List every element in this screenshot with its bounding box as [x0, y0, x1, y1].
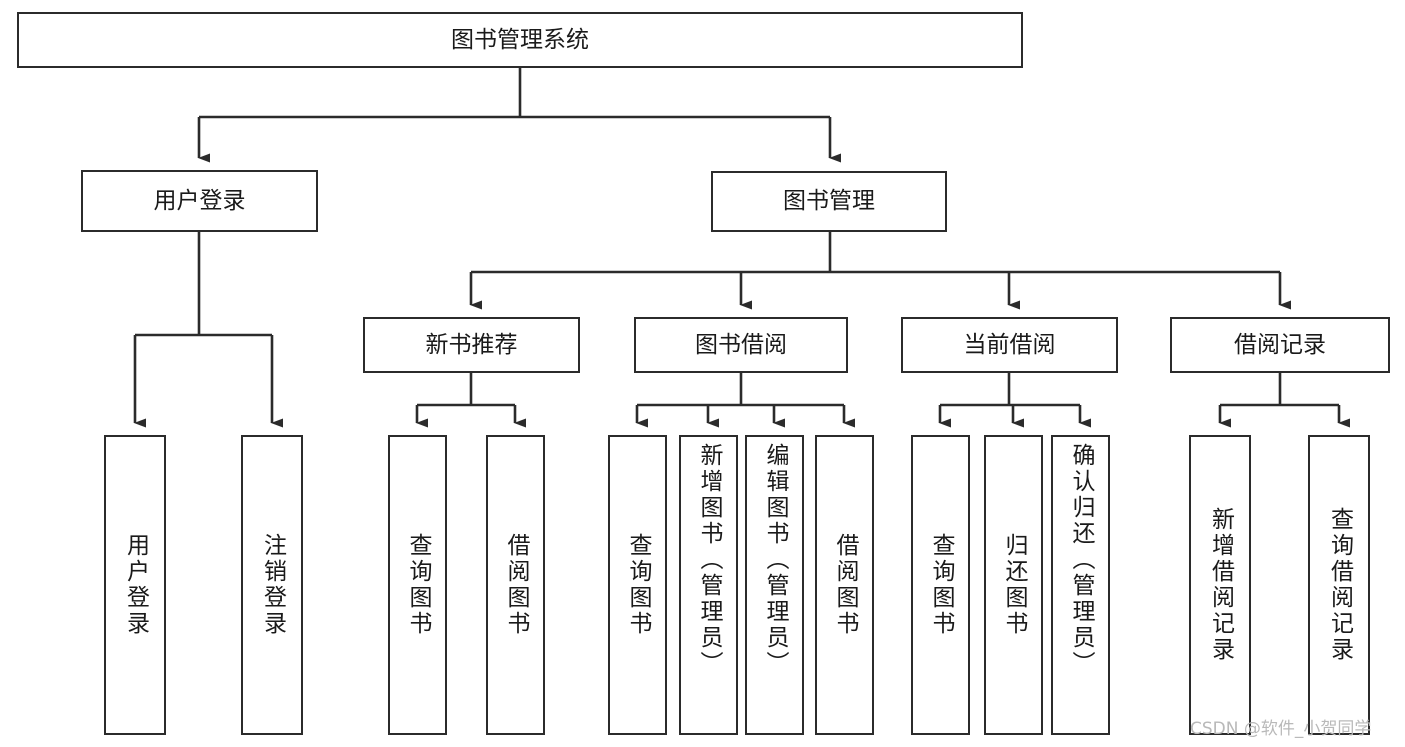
- node-root-label: 图书管理系统: [451, 26, 589, 53]
- node-leaf-logout-login[interactable]: 注销登录: [241, 435, 303, 735]
- node-leaf-borrow-book-2[interactable]: 借阅图书: [815, 435, 874, 735]
- node-leaf-borrow-book-2-label: 借阅图书: [832, 533, 858, 637]
- node-new-book-recommend[interactable]: 新书推荐: [363, 317, 580, 373]
- node-leaf-borrow-book-1[interactable]: 借阅图书: [486, 435, 545, 735]
- node-leaf-user-login-label: 用户登录: [122, 533, 149, 637]
- node-leaf-query-book-2-label: 查询图书: [625, 533, 651, 637]
- node-leaf-edit-book-admin-label: 编辑图书（管理员）: [762, 443, 788, 677]
- node-leaf-query-book-3[interactable]: 查询图书: [911, 435, 970, 735]
- node-book-borrow[interactable]: 图书借阅: [634, 317, 848, 373]
- node-current-borrow[interactable]: 当前借阅: [901, 317, 1118, 373]
- node-leaf-edit-book-admin[interactable]: 编辑图书（管理员）: [745, 435, 804, 735]
- node-leaf-query-borrow-record[interactable]: 查询借阅记录: [1308, 435, 1370, 735]
- node-leaf-query-borrow-record-label: 查询借阅记录: [1326, 507, 1353, 663]
- node-leaf-add-book-admin[interactable]: 新增图书（管理员）: [679, 435, 738, 735]
- node-leaf-add-book-admin-label: 新增图书（管理员）: [696, 443, 722, 677]
- node-user-login[interactable]: 用户登录: [81, 170, 318, 232]
- node-book-manage-label: 图书管理: [783, 188, 875, 215]
- node-borrow-record-label: 借阅记录: [1234, 331, 1326, 358]
- node-leaf-user-login[interactable]: 用户登录: [104, 435, 166, 735]
- node-leaf-query-book-3-label: 查询图书: [928, 533, 954, 637]
- node-leaf-return-book[interactable]: 归还图书: [984, 435, 1043, 735]
- node-user-login-label: 用户登录: [153, 187, 246, 214]
- node-leaf-query-book-1-label: 查询图书: [405, 533, 431, 637]
- node-leaf-confirm-return-admin[interactable]: 确认归还（管理员）: [1051, 435, 1110, 735]
- node-leaf-confirm-return-admin-label: 确认归还（管理员）: [1068, 443, 1094, 677]
- node-current-borrow-label: 当前借阅: [963, 331, 1056, 358]
- node-leaf-logout-login-label: 注销登录: [259, 533, 286, 637]
- node-book-borrow-label: 图书借阅: [695, 331, 787, 358]
- node-leaf-query-book-2[interactable]: 查询图书: [608, 435, 667, 735]
- node-leaf-query-book-1[interactable]: 查询图书: [388, 435, 447, 735]
- node-leaf-borrow-book-1-label: 借阅图书: [503, 533, 529, 637]
- node-leaf-add-borrow-record[interactable]: 新增借阅记录: [1189, 435, 1251, 735]
- node-book-manage[interactable]: 图书管理: [711, 171, 947, 232]
- node-root[interactable]: 图书管理系统: [17, 12, 1023, 68]
- node-leaf-add-borrow-record-label: 新增借阅记录: [1207, 507, 1234, 663]
- node-borrow-record[interactable]: 借阅记录: [1170, 317, 1390, 373]
- node-new-book-recommend-label: 新书推荐: [425, 331, 518, 358]
- node-leaf-return-book-label: 归还图书: [1001, 533, 1027, 637]
